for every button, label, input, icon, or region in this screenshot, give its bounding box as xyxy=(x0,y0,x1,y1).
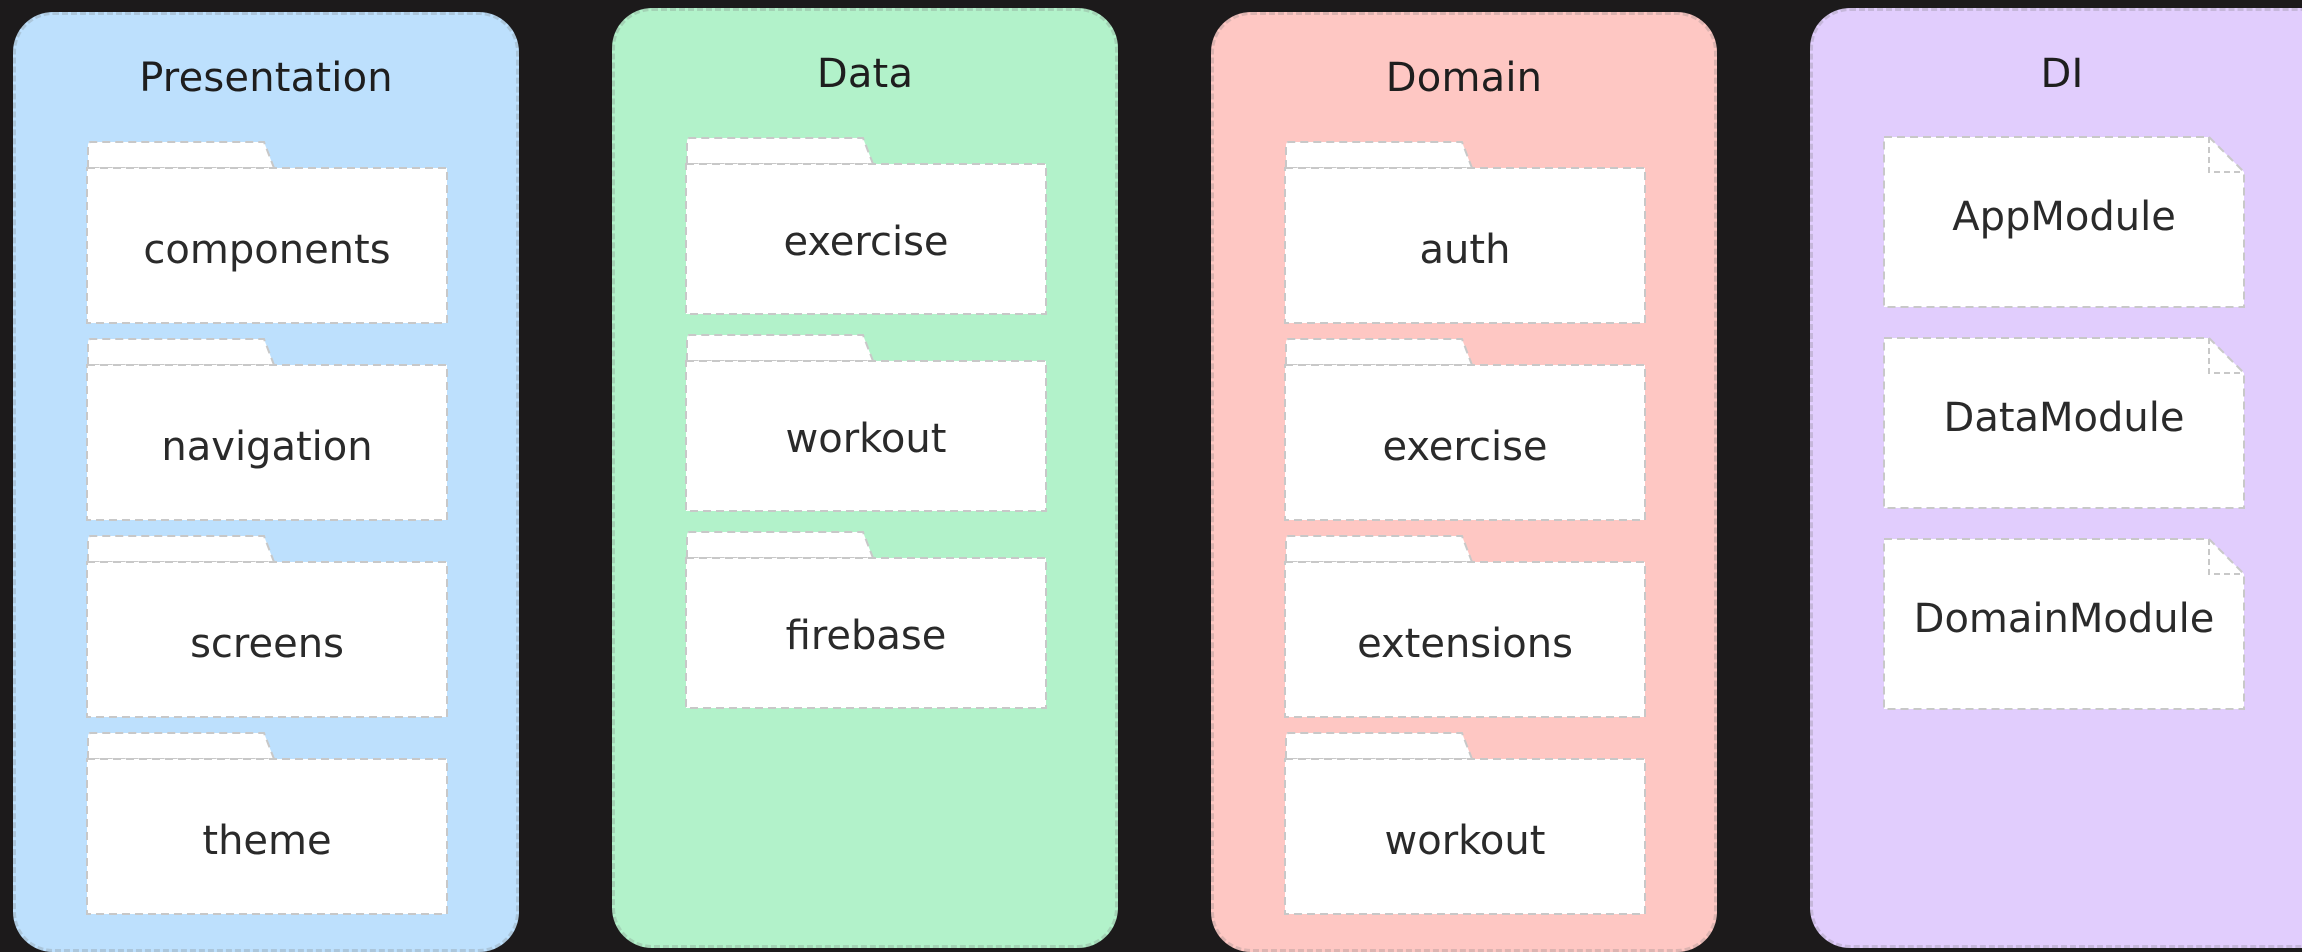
folder-components: components xyxy=(86,140,448,325)
folder-label: auth xyxy=(1419,227,1511,273)
folder-icon xyxy=(685,531,1047,709)
folder-icon xyxy=(1284,535,1646,718)
column-title: DI xyxy=(2040,51,2084,97)
folder-icon xyxy=(86,535,448,718)
file-appmodule: AppModule xyxy=(1883,136,2245,308)
folder-label: exercise xyxy=(783,219,949,265)
folder-label: workout xyxy=(1384,818,1546,864)
folder-screens: screens xyxy=(86,534,448,719)
folder-label: exercise xyxy=(1382,424,1548,470)
file-icon xyxy=(1883,337,2245,509)
column-domain: Domain auth exercise extensions workout xyxy=(1211,12,1717,952)
file-icon xyxy=(1883,538,2245,710)
folder-icon xyxy=(685,334,1047,512)
folder-navigation: navigation xyxy=(86,337,448,522)
folder-firebase: firebase xyxy=(685,530,1047,710)
column-presentation: Presentation components navigation scree… xyxy=(13,12,519,952)
folder-icon xyxy=(1284,732,1646,915)
folder-icon xyxy=(1284,338,1646,521)
folder-label: components xyxy=(143,227,391,273)
column-title: Presentation xyxy=(139,55,393,101)
file-label: AppModule xyxy=(1952,194,2176,240)
folder-icon xyxy=(86,732,448,915)
folder-icon xyxy=(86,338,448,521)
folder-label: workout xyxy=(785,416,947,462)
folder-label: extensions xyxy=(1357,621,1573,667)
folder-icon xyxy=(1284,141,1646,324)
column-title: Domain xyxy=(1385,55,1543,101)
folder-workout: workout xyxy=(1284,731,1646,916)
folder-workout: workout xyxy=(685,333,1047,513)
folder-label: screens xyxy=(190,621,344,667)
folder-icon xyxy=(86,141,448,324)
folder-auth: auth xyxy=(1284,140,1646,325)
file-label: DataModule xyxy=(1943,395,2185,441)
folder-label: theme xyxy=(202,818,332,864)
file-datamodule: DataModule xyxy=(1883,337,2245,509)
file-domainmodule: DomainModule xyxy=(1883,538,2245,710)
file-icon xyxy=(1883,136,2245,308)
column-di: DI AppModule DataModule DomainModule xyxy=(1810,8,2302,948)
folder-label: firebase xyxy=(785,613,947,659)
folder-theme: theme xyxy=(86,731,448,916)
folder-icon xyxy=(685,137,1047,315)
file-label: DomainModule xyxy=(1913,596,2215,642)
column-data: Data exercise workout firebase xyxy=(612,8,1118,948)
folder-exercise: exercise xyxy=(1284,337,1646,522)
folder-exercise: exercise xyxy=(685,136,1047,316)
folder-label: navigation xyxy=(161,424,373,470)
column-title: Data xyxy=(816,51,914,97)
folder-extensions: extensions xyxy=(1284,534,1646,719)
